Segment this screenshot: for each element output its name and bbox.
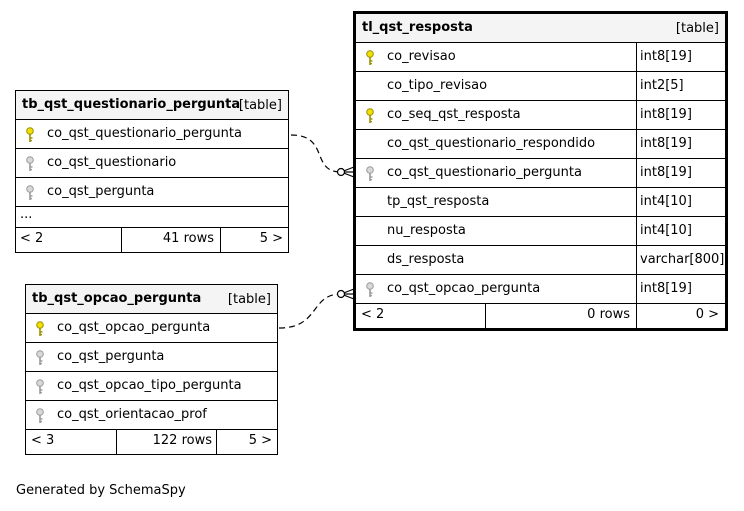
parents-link[interactable]: < 2 <box>361 307 385 322</box>
more-columns-ellipsis: ... <box>16 207 288 228</box>
foreign-key-icon <box>36 350 44 365</box>
column-type: int4[10] <box>636 188 692 216</box>
column-row[interactable]: co_seq_qst_resposta int8[19] <box>356 101 725 130</box>
column-name: co_qst_questionario_pergunta <box>47 126 242 141</box>
relationship-line-questionario-pergunta <box>290 134 342 173</box>
column-row[interactable]: tp_qst_resposta int4[10] <box>356 188 725 217</box>
children-link[interactable]: 0 > <box>695 307 719 322</box>
primary-key-icon <box>366 108 374 123</box>
primary-key-icon <box>366 50 374 65</box>
crowfoot-circle <box>336 289 346 299</box>
column-row[interactable]: ds_resposta varchar[800] <box>356 246 725 275</box>
table-name: tb_qst_opcao_pergunta <box>32 291 202 306</box>
foreign-key-icon <box>366 166 374 181</box>
table-name: tl_qst_resposta <box>362 20 473 35</box>
column-name: co_qst_opcao_pergunta <box>387 281 541 296</box>
column-row[interactable]: co_qst_questionario_pergunta <box>16 120 288 149</box>
column-row[interactable]: co_qst_pergunta <box>16 178 288 207</box>
column-row[interactable]: co_qst_orientacao_prof <box>26 401 277 430</box>
column-name: co_qst_opcao_tipo_pergunta <box>57 378 242 393</box>
table-tb-qst-opcao-pergunta[interactable]: tb_qst_opcao_pergunta [table] co_qst_opc… <box>25 284 278 455</box>
column-row[interactable]: co_tipo_revisao int2[5] <box>356 72 725 101</box>
column-name: co_qst_orientacao_prof <box>57 407 207 422</box>
column-row[interactable]: co_qst_opcao_tipo_pergunta <box>26 372 277 401</box>
column-name: co_qst_pergunta <box>47 184 155 199</box>
column-type: int8[19] <box>636 101 692 129</box>
foreign-key-icon <box>36 408 44 423</box>
column-type: int8[19] <box>636 275 692 303</box>
row-count: 41 rows <box>162 231 214 246</box>
column-name: co_seq_qst_resposta <box>387 107 521 122</box>
column-row[interactable]: co_qst_questionario_respondido int8[19] <box>356 130 725 159</box>
column-name: co_tipo_revisao <box>387 78 488 93</box>
column-row[interactable]: nu_resposta int4[10] <box>356 217 725 246</box>
table-header: tl_qst_resposta [table] <box>356 14 725 43</box>
foreign-key-icon <box>26 185 34 200</box>
generated-by-label: Generated by SchemaSpy <box>16 483 186 498</box>
ellipsis-text: ... <box>20 207 33 222</box>
row-count: 122 rows <box>152 433 212 448</box>
column-row[interactable]: co_qst_pergunta <box>26 343 277 372</box>
column-type: int8[19] <box>636 130 692 158</box>
column-name: co_qst_pergunta <box>57 349 165 364</box>
table-name: tb_qst_questionario_pergunta <box>22 97 241 112</box>
crowfoot-circle <box>336 167 346 177</box>
column-name: ds_resposta <box>387 252 465 267</box>
column-row[interactable]: co_qst_opcao_pergunta int8[19] <box>356 275 725 304</box>
column-name: co_revisao <box>387 49 456 64</box>
column-type: int2[5] <box>636 72 684 100</box>
column-row[interactable]: co_qst_questionario <box>16 149 288 178</box>
primary-key-icon <box>36 321 44 336</box>
column-name: tp_qst_resposta <box>387 194 490 209</box>
foreign-key-icon <box>36 379 44 394</box>
table-header: tb_qst_questionario_pergunta [table] <box>16 91 288 120</box>
relationship-line-opcao-pergunta <box>278 293 342 329</box>
column-row[interactable]: co_qst_questionario_pergunta int8[19] <box>356 159 725 188</box>
foreign-key-icon <box>26 156 34 171</box>
table-kind: [table] <box>675 21 719 36</box>
row-count: 0 rows <box>587 307 630 322</box>
column-row[interactable]: co_revisao int8[19] <box>356 43 725 72</box>
children-link[interactable]: 5 > <box>259 231 283 246</box>
table-kind: [table] <box>238 98 282 113</box>
column-name: co_qst_questionario_pergunta <box>387 165 582 180</box>
children-link[interactable]: 5 > <box>248 433 272 448</box>
column-type: int8[19] <box>636 43 692 71</box>
column-name: nu_resposta <box>387 223 466 238</box>
column-name: co_qst_questionario_respondido <box>387 136 596 151</box>
table-kind: [table] <box>227 292 271 307</box>
table-header: tb_qst_opcao_pergunta [table] <box>26 285 277 314</box>
column-type: int8[19] <box>636 159 692 187</box>
parents-link[interactable]: < 2 <box>20 231 44 246</box>
parents-link[interactable]: < 3 <box>31 433 55 448</box>
table-footer: < 2 0 rows 0 > <box>356 304 725 328</box>
table-footer: < 3 122 rows 5 > <box>26 430 277 454</box>
column-type: varchar[800] <box>636 246 724 274</box>
column-type: int4[10] <box>636 217 692 245</box>
column-name: co_qst_questionario <box>47 155 177 170</box>
table-tb-qst-questionario-pergunta[interactable]: tb_qst_questionario_pergunta [table] co_… <box>15 90 289 253</box>
primary-key-icon <box>26 127 34 142</box>
column-row[interactable]: co_qst_opcao_pergunta <box>26 314 277 343</box>
table-footer: < 2 41 rows 5 > <box>16 228 288 252</box>
column-name: co_qst_opcao_pergunta <box>57 320 211 335</box>
table-tl-qst-resposta[interactable]: tl_qst_resposta [table] co_revisao int8[1… <box>353 11 728 331</box>
foreign-key-icon <box>366 282 374 297</box>
